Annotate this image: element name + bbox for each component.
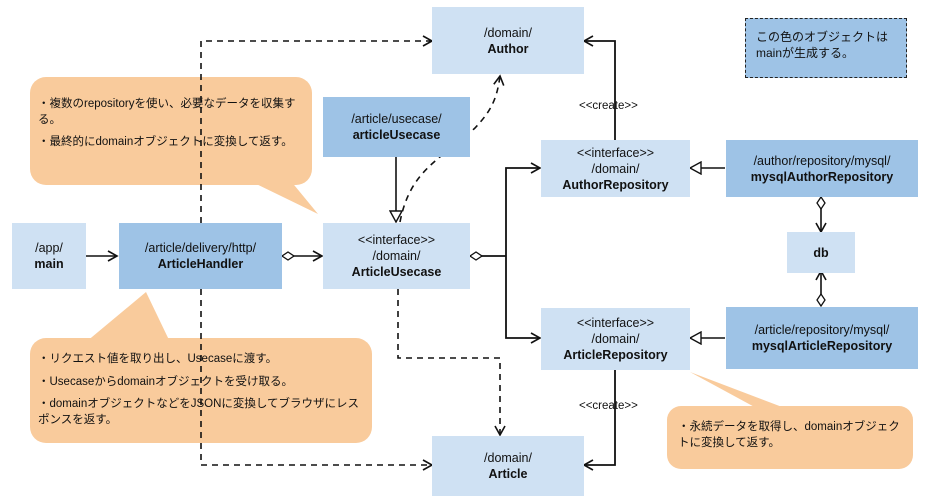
article-repository-interface-box: <<interface>> /domain/ ArticleRepository <box>541 308 690 370</box>
repo-note: ・永続データを取得し、domainオブジェクトに変換して返す。 <box>678 420 904 458</box>
edge-handler-author <box>200 35 434 223</box>
usecase-interface-name: ArticleUsecase <box>351 265 442 279</box>
mysql-author-repository-name: mysqlAuthorRepository <box>750 169 894 184</box>
handler-note-line-1: ・リクエスト値を取り出し、Usecaseに渡す。 <box>38 353 278 365</box>
article-repository-stereotype: <<interface>> <box>576 316 655 330</box>
mysql-article-repository-name: mysqlArticleRepository <box>751 339 893 353</box>
author-repository-stereotype: <<interface>> <box>576 145 655 160</box>
edge-create-author <box>582 35 616 140</box>
article-usecase-impl-box: /article/usecase/ articleUsecase <box>323 97 470 157</box>
author-repository-name: AuthorRepository <box>562 177 669 192</box>
article-usecase-impl-name: articleUsecase <box>352 128 441 142</box>
article-handler-box: /article/delivery/http/ ArticleHandler <box>119 223 282 289</box>
domain-article-name: Article <box>488 467 528 481</box>
article-handler-name: ArticleHandler <box>157 257 244 271</box>
mysql-article-repository-path: /article/repository/mysql/ <box>754 323 890 337</box>
legend-box: この色のオブジェクトは mainが生成する。 <box>745 18 907 78</box>
author-repository-path: /domain/ <box>591 161 640 176</box>
usecase-note: ・複数のrepositoryを使い、必要なデータを収集する。 ・最終的にdoma… <box>38 97 300 158</box>
mysql-author-repository-box: /author/repository/mysql/ mysqlAuthorRep… <box>726 140 918 197</box>
domain-author-box: /domain/ Author <box>432 7 584 74</box>
edge-usecase-article <box>397 289 506 437</box>
legend-line-1: この色のオブジェクトは <box>756 30 889 44</box>
note-repo-shape <box>667 372 913 469</box>
edge-handler-article <box>200 289 434 471</box>
db-box: db <box>787 232 855 273</box>
usecase-note-line-2: ・最終的にdomainオブジェクトに変換して返す。 <box>38 136 293 148</box>
usecase-note-line-1: ・複数のrepositoryを使い、必要なデータを収集する。 <box>38 98 296 126</box>
note-usecase-shape <box>30 77 318 214</box>
edge-create-article <box>582 370 616 471</box>
handler-note-line-2: ・Usecaseからdomainオブジェクトを受け取る。 <box>38 375 293 388</box>
domain-author-path: /domain/ <box>484 25 532 40</box>
app-main-path: /app/ <box>35 241 63 255</box>
db-name: db <box>813 245 829 260</box>
article-usecase-impl-path: /article/usecase/ <box>351 112 442 126</box>
author-repository-interface-box: <<interface>> /domain/ AuthorRepository <box>541 140 690 197</box>
article-repository-path: /domain/ <box>591 332 640 346</box>
create-label-bottom: <<create>> <box>579 400 638 412</box>
handler-note: ・リクエスト値を取り出し、Usecaseに渡す。 ・Usecaseからdomai… <box>38 352 364 435</box>
article-repository-name: ArticleRepository <box>563 348 668 362</box>
create-label-top: <<create>> <box>579 100 638 112</box>
app-main-box: /app/ main <box>12 223 86 289</box>
edge-to-article-repo <box>505 256 542 344</box>
usecase-interface-stereotype: <<interface>> <box>357 233 436 247</box>
article-handler-path: /article/delivery/http/ <box>144 241 257 255</box>
usecase-interface-box: <<interface>> /domain/ ArticleUsecase <box>323 223 470 289</box>
handler-note-line-3: ・domainオブジェクトなどをJSONに変換してブラウザにレスポンスを返す。 <box>38 398 360 426</box>
repo-note-line-1: ・永続データを取得し、domainオブジェクトに変換して返す。 <box>678 421 900 449</box>
domain-article-path: /domain/ <box>484 451 532 465</box>
domain-author-name: Author <box>487 41 529 56</box>
usecase-interface-path: /domain/ <box>372 249 421 263</box>
legend-line-2: mainが生成する。 <box>756 46 855 60</box>
domain-article-box: /domain/ Article <box>432 436 584 496</box>
mysql-author-repository-path: /author/repository/mysql/ <box>753 153 891 168</box>
mysql-article-repository-box: /article/repository/mysql/ mysqlArticleR… <box>726 307 918 369</box>
edge-to-author-repo <box>505 162 542 256</box>
app-main-name: main <box>34 257 64 271</box>
